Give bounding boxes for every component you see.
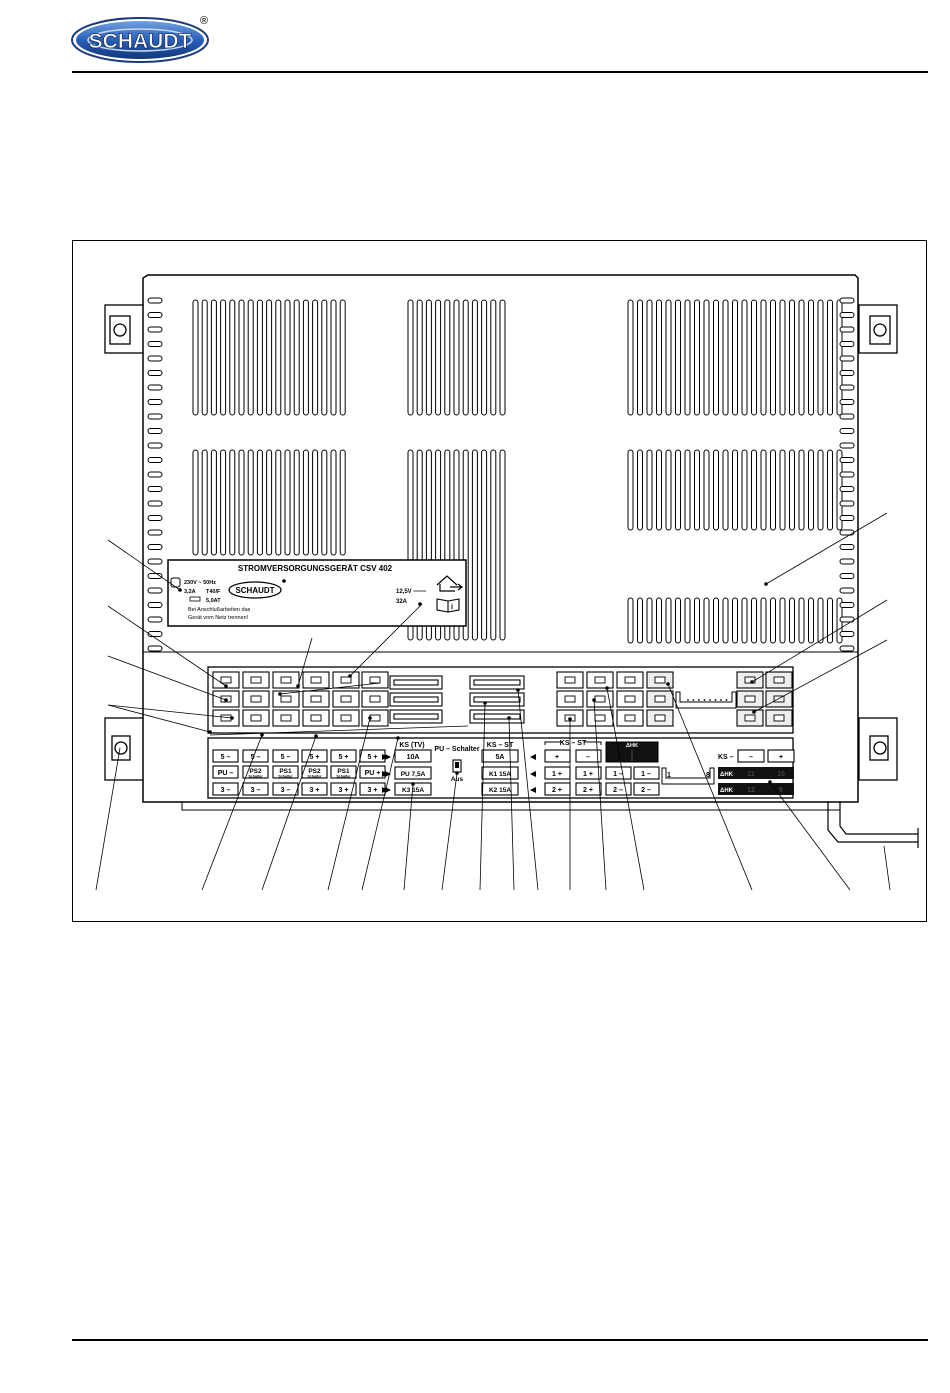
plate-fuse-type: T40/F <box>206 589 221 595</box>
ks-right-label: KS – <box>718 754 734 761</box>
plate-warning-1: Bei Anschlußarbeiten das <box>188 607 251 613</box>
fuse-5a: 5A <box>496 754 505 761</box>
house-icon <box>436 575 463 592</box>
terminal-label: 3 + <box>310 787 320 794</box>
terminal-label: 3 + <box>339 787 349 794</box>
plate-logo-text: SCHAUDT <box>235 586 274 595</box>
svg-text:9: 9 <box>779 787 783 794</box>
svg-text:12: 12 <box>747 787 755 794</box>
ks-st-fuse-group: KS – ST 5A K1 15A K2 15A <box>481 742 536 796</box>
mount-hole-left <box>114 741 128 755</box>
terminal-label: 3 – <box>221 787 231 794</box>
svg-text:–: – <box>586 754 590 761</box>
svg-text:10: 10 <box>777 771 785 778</box>
terminal-label: 5 + <box>310 754 320 761</box>
fuse-k1: K1 15A <box>489 771 511 778</box>
fuse-k2: K2 15A <box>489 787 511 794</box>
terminal-sockets <box>212 671 793 727</box>
mount-tabs <box>104 304 898 781</box>
svg-text:–: – <box>749 754 753 761</box>
fuse-k3: K3 15A <box>402 787 424 794</box>
dark-hk-label: ΔHK <box>626 743 638 749</box>
hk-block-2 <box>718 783 794 795</box>
ks-st-label: KS – ST <box>560 740 587 747</box>
svg-text:i: i <box>451 604 453 611</box>
terminal-label: 5 – <box>251 754 261 761</box>
terminal-sublabel: Schalter <box>336 774 351 778</box>
plate-warning-2: Gerät vom Netz trennen! <box>188 615 249 621</box>
logo-text: SCHAUDT <box>89 30 192 53</box>
terminal-label: 3 + <box>368 787 378 794</box>
terminal-label: PU – <box>218 770 234 777</box>
fuse-pu: PU 7,5A <box>401 771 426 778</box>
terminal-label: PS2 <box>249 768 262 775</box>
terminal-label: 5 + <box>339 754 349 761</box>
connector-pin-8: 8 <box>706 772 710 779</box>
svg-text:2 –: 2 – <box>641 787 651 794</box>
cable <box>827 802 918 843</box>
svg-text:1 –: 1 – <box>613 771 623 778</box>
connector-8pin-lower: 1 8 <box>661 767 715 785</box>
fuse-holders-upper <box>389 675 525 724</box>
leader-lines <box>95 512 891 891</box>
terminal-sublabel: Schalter <box>307 774 322 778</box>
svg-text:1 +: 1 + <box>552 771 562 778</box>
terminal-label: 3 – <box>281 787 291 794</box>
plate-logo <box>228 581 282 599</box>
svg-text:+: + <box>555 754 559 761</box>
ks-right-group: KS – – + ΔHK 11 10 ΔHK 12 9 <box>718 749 795 795</box>
fuse-10a: 10A <box>407 754 420 761</box>
manual-book-icon <box>436 598 460 613</box>
terminal-label: 5 – <box>221 754 231 761</box>
terminal-label: 5 – <box>281 754 291 761</box>
plate-current-in: 3,2A <box>184 589 196 595</box>
svg-text:ΔHK: ΔHK <box>720 788 734 794</box>
vent-slots <box>147 297 855 652</box>
svg-text:2 +: 2 + <box>552 787 562 794</box>
connector-pin-1: 1 <box>667 772 671 779</box>
svg-text:11: 11 <box>747 771 755 778</box>
hk-block-1 <box>718 767 794 779</box>
ks-st-fuse-label: KS – ST <box>487 742 514 749</box>
plate-fuse-rating: 5,0AT <box>206 598 221 604</box>
terminal-label: 3 – <box>251 787 261 794</box>
svg-text:ΔHK: ΔHK <box>720 772 734 778</box>
registered-mark: ® <box>200 15 208 27</box>
terminal-label: 5 + <box>368 754 378 761</box>
terminal-sublabel: Schalter <box>248 774 263 778</box>
terminal-labels-left: 5 –5 –5 –5 +5 +5 +PU –PS2SchalterPS1Scha… <box>212 749 388 796</box>
fuse-symbol-icon <box>189 596 201 602</box>
svg-text:2 –: 2 – <box>613 787 623 794</box>
plate-voltage-out: 12,5V ═══ <box>396 589 427 595</box>
ks-st-terminals: KS – ST + – ΔHK 1 + 1 + 1 – 1 – 2 + 2 + … <box>544 740 660 796</box>
label-plate: STROMVERSORGUNGSGERÄT CSV 402 230V ~ 50H… <box>167 559 467 627</box>
svg-text:1 +: 1 + <box>583 771 593 778</box>
figure-frame <box>72 240 927 922</box>
terminal-label: PU + <box>365 770 381 777</box>
terminal-sublabel: Schalter <box>278 774 293 778</box>
svg-text:2 +: 2 + <box>583 787 593 794</box>
pu-switch-label: PU – Schalter <box>434 746 479 753</box>
connector-8pin-upper <box>675 691 737 709</box>
plate-current-out: 32A <box>396 599 408 605</box>
plate-title: STROMVERSORGUNGSGERÄT CSV 402 <box>238 564 393 573</box>
pu-switch-off-label: Aus <box>451 776 464 783</box>
svg-text:+: + <box>779 754 783 761</box>
terminal-label: PS2 <box>308 768 321 775</box>
ks-tv-label: KS (TV) <box>399 742 424 749</box>
svg-text:1 –: 1 – <box>641 771 651 778</box>
terminal-label: PS1 <box>337 768 350 775</box>
terminal-label: PS1 <box>279 768 292 775</box>
schaudt-logo: SCHAUDT ® <box>71 15 209 63</box>
plate-voltage-in: 230V ~ 50Hz <box>184 580 216 586</box>
ks-tv-fuse-group: KS (TV) 10A PU 7,5A K3 15A <box>385 742 432 796</box>
